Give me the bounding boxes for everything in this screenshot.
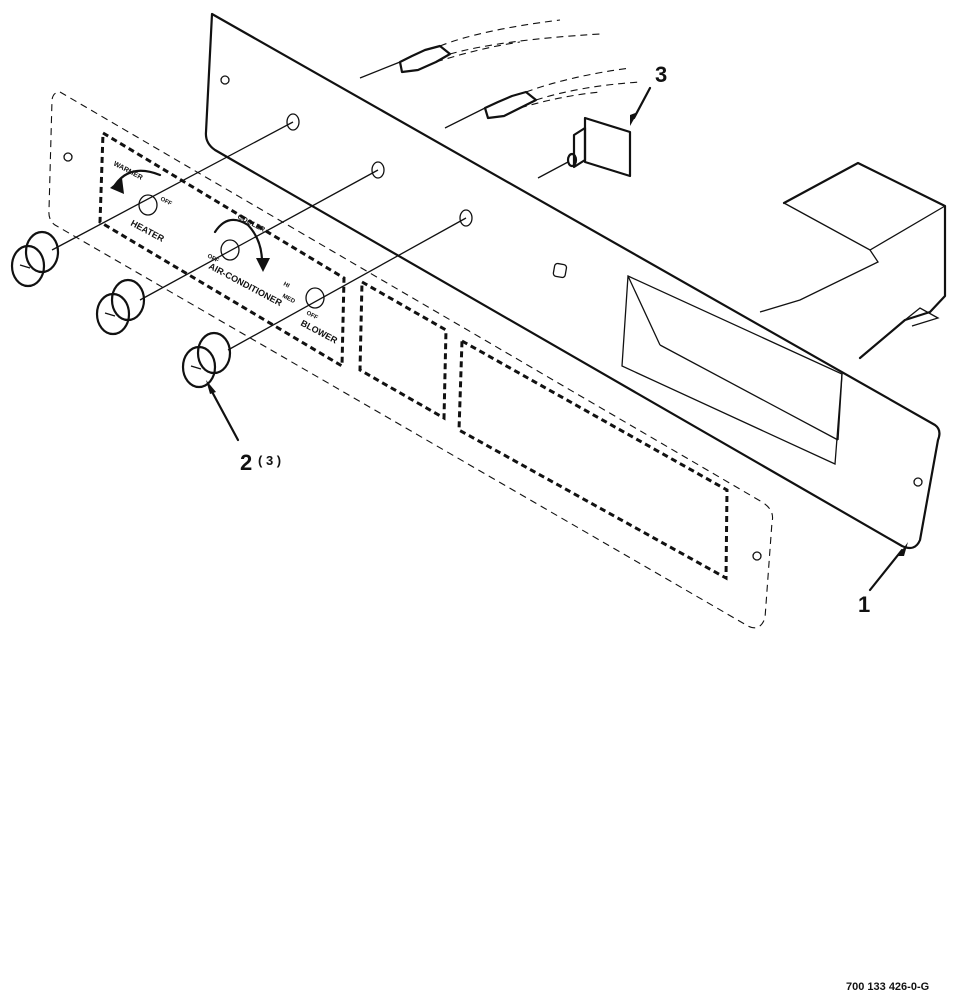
- callout-leaders: [206, 86, 908, 592]
- blower-label: BLOWER: [299, 318, 339, 346]
- air-conditioner-label: AIR-CONDITIONER: [207, 261, 284, 308]
- toggle-switch: [566, 116, 632, 178]
- knob-2: [95, 278, 146, 336]
- heater-label: HEATER: [129, 218, 166, 244]
- knob-alignment-lines: [51, 61, 569, 351]
- cooler-label: COOLER: [236, 214, 266, 234]
- figure-reference: 700 133 426-0-G: [846, 981, 929, 993]
- mounting-bracket: [759, 161, 947, 360]
- control-panel-plate: [204, 12, 941, 550]
- callout-2: 2: [240, 450, 252, 475]
- callout-2-quantity: ( 3 ): [258, 453, 281, 468]
- knob-1: [10, 230, 60, 288]
- ac-off-label: OFF: [206, 253, 220, 264]
- hi-label: HI: [282, 281, 290, 289]
- blower-off-label: OFF: [305, 310, 319, 321]
- knob-3: [181, 331, 232, 389]
- heater-off-label: OFF: [159, 196, 173, 207]
- wire-connectors: [398, 19, 641, 120]
- decal-overlay: [48, 91, 774, 629]
- callout-3: 3: [655, 62, 667, 87]
- med-label: MED: [281, 293, 296, 305]
- callout-1: 1: [858, 592, 870, 617]
